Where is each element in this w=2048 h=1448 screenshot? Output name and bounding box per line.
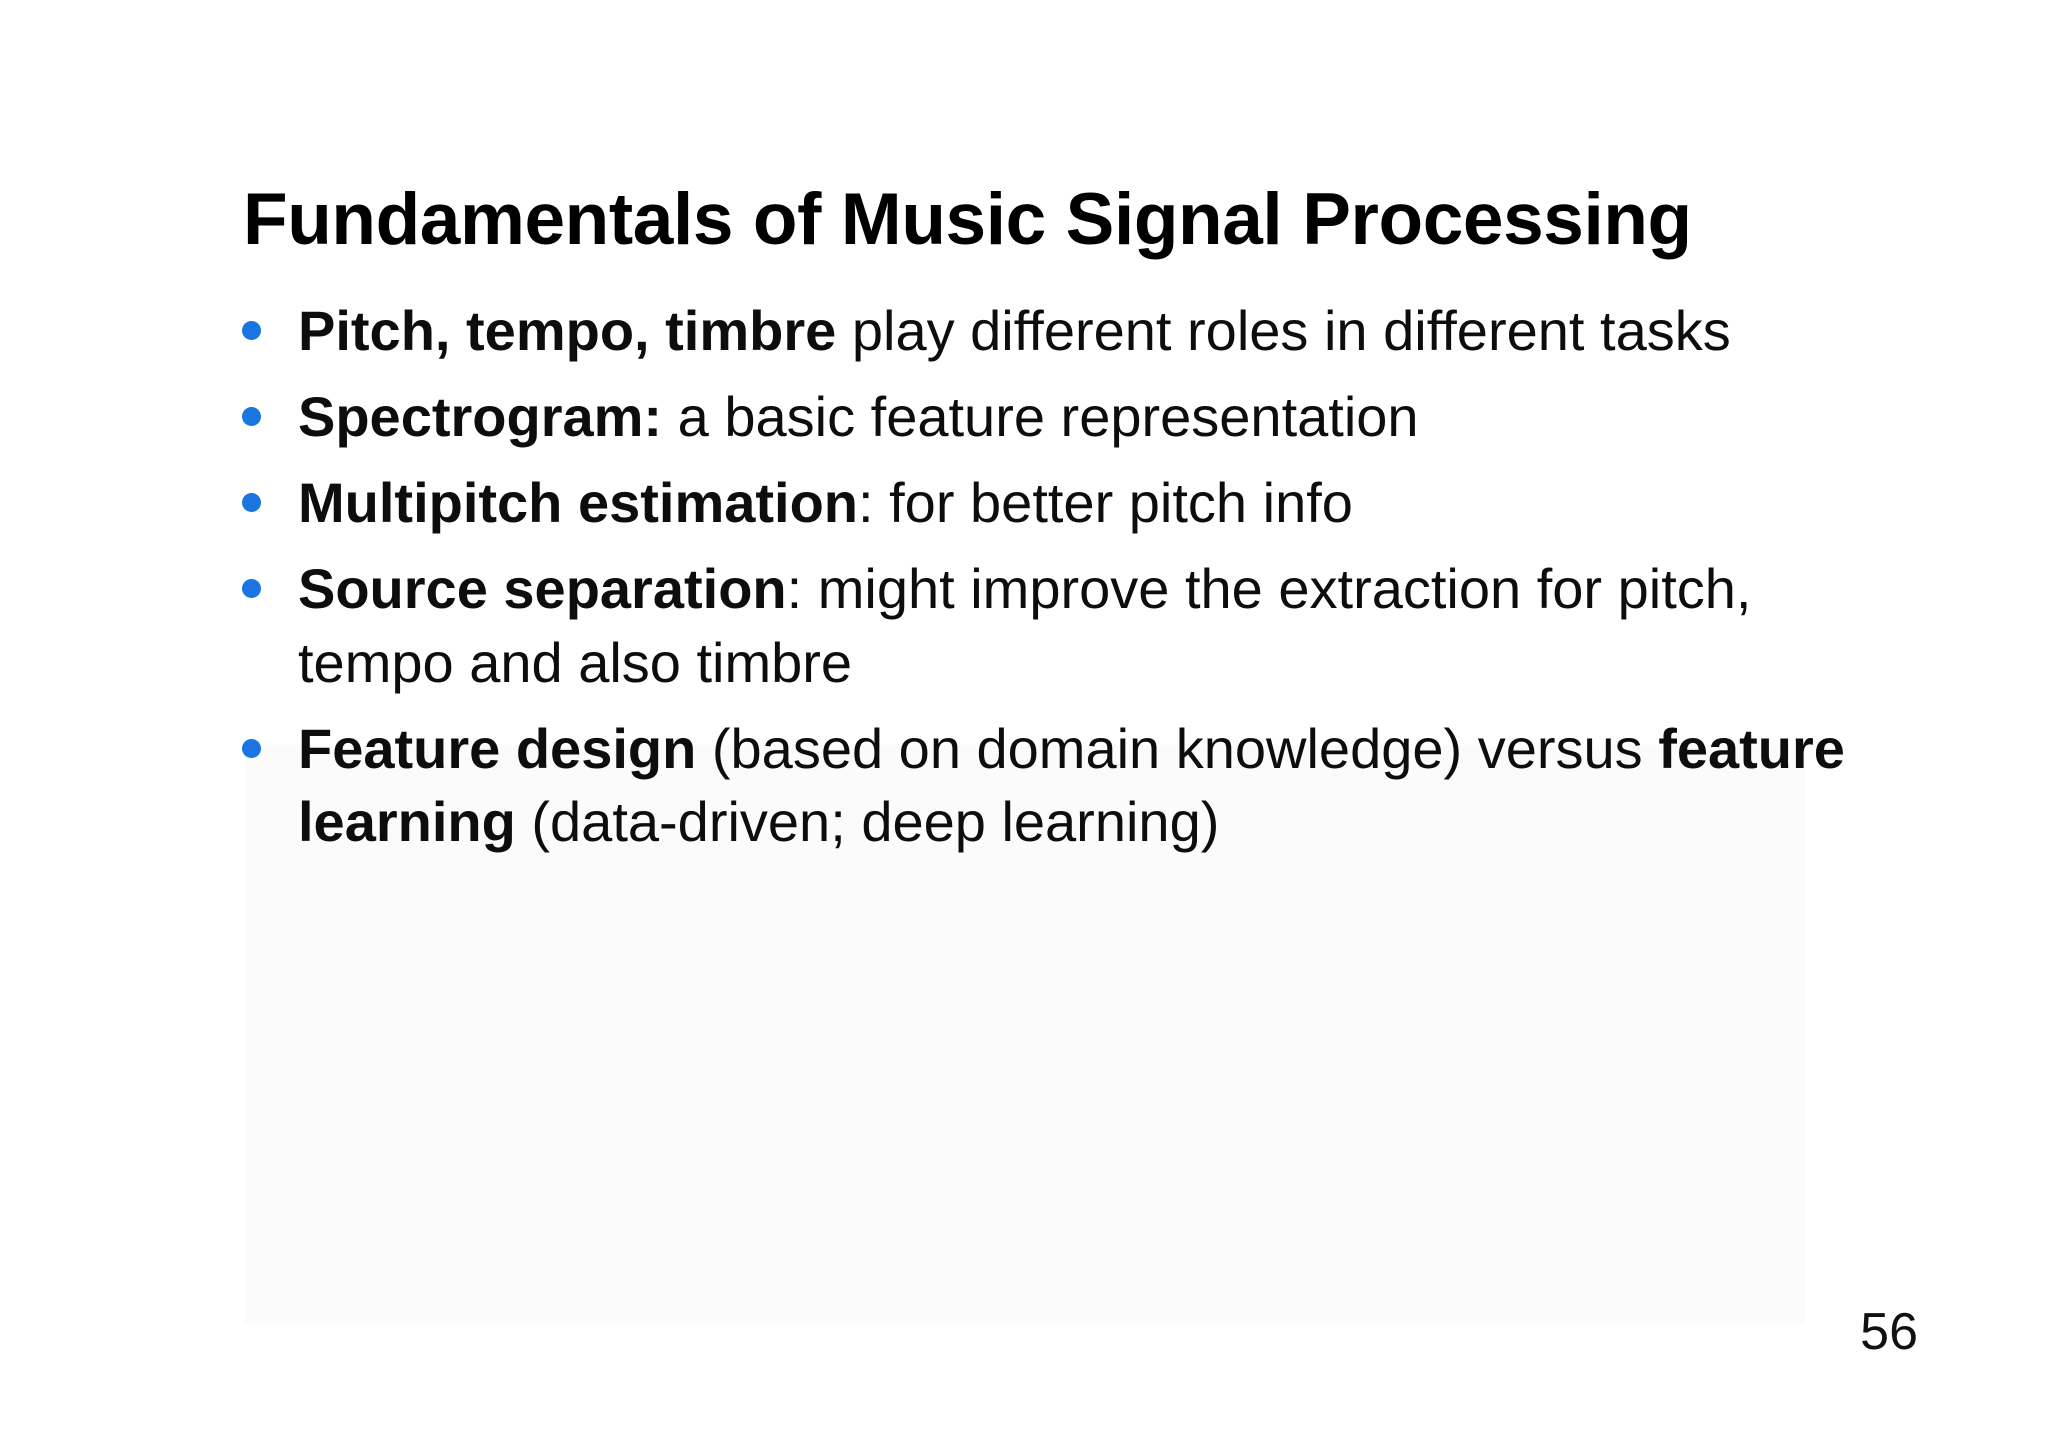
list-item: Spectrogram: a basic feature representat… <box>228 380 1858 454</box>
blue-dot-bullet-icon <box>242 738 261 758</box>
bullet-body-text: play different roles in different tasks <box>836 299 1731 362</box>
page-number: 56 <box>1860 1303 1918 1361</box>
bullet-list: Pitch, tempo, timbre play different role… <box>228 294 1858 871</box>
bullet-mid-text: (based on domain knowledge) versus <box>696 716 1659 780</box>
bullet-lead-text: Feature design <box>298 716 697 780</box>
bullet-body-text: : for better pitch info <box>858 470 1353 534</box>
bullet-second-lead-text: feature learning <box>298 716 1845 854</box>
blue-dot-bullet-icon <box>242 321 261 340</box>
bullet-lead-text: Multipitch estimation <box>298 470 858 534</box>
bullet-body-text: (data-driven; deep learning) <box>515 790 1220 854</box>
bullet-lead-text: Spectrogram: <box>298 384 663 448</box>
list-item: Pitch, tempo, timbre play different role… <box>228 294 1858 368</box>
blue-dot-bullet-icon <box>242 492 261 512</box>
blue-dot-bullet-icon <box>242 578 261 598</box>
list-item: Multipitch estimation: for better pitch … <box>228 466 1858 540</box>
bullet-body-text: : might improve the extraction for pitch… <box>298 556 1752 694</box>
blue-dot-bullet-icon <box>242 406 261 426</box>
bullet-lead-text: Pitch, tempo, timbre <box>298 299 837 362</box>
list-item: Source separation: might improve the ext… <box>228 552 1858 700</box>
page-title: Fundamentals of Music Signal Processing <box>243 178 1692 260</box>
bullet-lead-text: Source separation <box>298 556 787 620</box>
list-item: Feature design (based on domain knowledg… <box>228 712 1858 860</box>
bullet-body-text: a basic feature representation <box>662 384 1419 448</box>
